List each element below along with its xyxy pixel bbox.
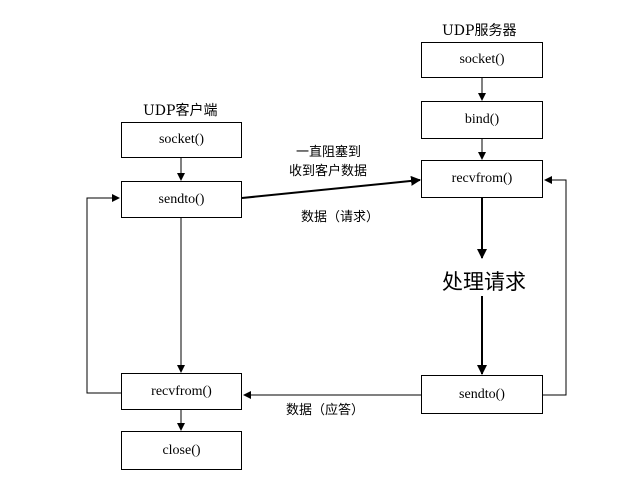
client-close-box: close() [121, 431, 242, 470]
server-socket-box: socket() [421, 42, 543, 78]
server-recvfrom-box: recvfrom() [421, 160, 543, 198]
arrow-client-loop-back [86, 194, 121, 394]
server-title: UDP服务器 [442, 23, 517, 39]
response-data-label: 数据（应答） [286, 403, 365, 418]
request-data-label: 数据（请求） [301, 210, 380, 225]
client-title: UDP客户端 [143, 103, 218, 119]
block-note-line1: 一直阻塞到 [296, 145, 362, 160]
process-request-label: 处理请求 [442, 270, 526, 294]
block-note-line2: 收到客户数据 [289, 164, 368, 179]
arrow-server-loop-back [543, 176, 567, 396]
server-bind-box: bind() [421, 101, 543, 139]
arrow-request-client-to-server [241, 175, 421, 199]
server-sendto-box: sendto() [421, 375, 543, 414]
client-socket-box: socket() [121, 122, 242, 158]
client-sendto-box: sendto() [121, 181, 242, 218]
client-recvfrom-box: recvfrom() [121, 373, 242, 410]
